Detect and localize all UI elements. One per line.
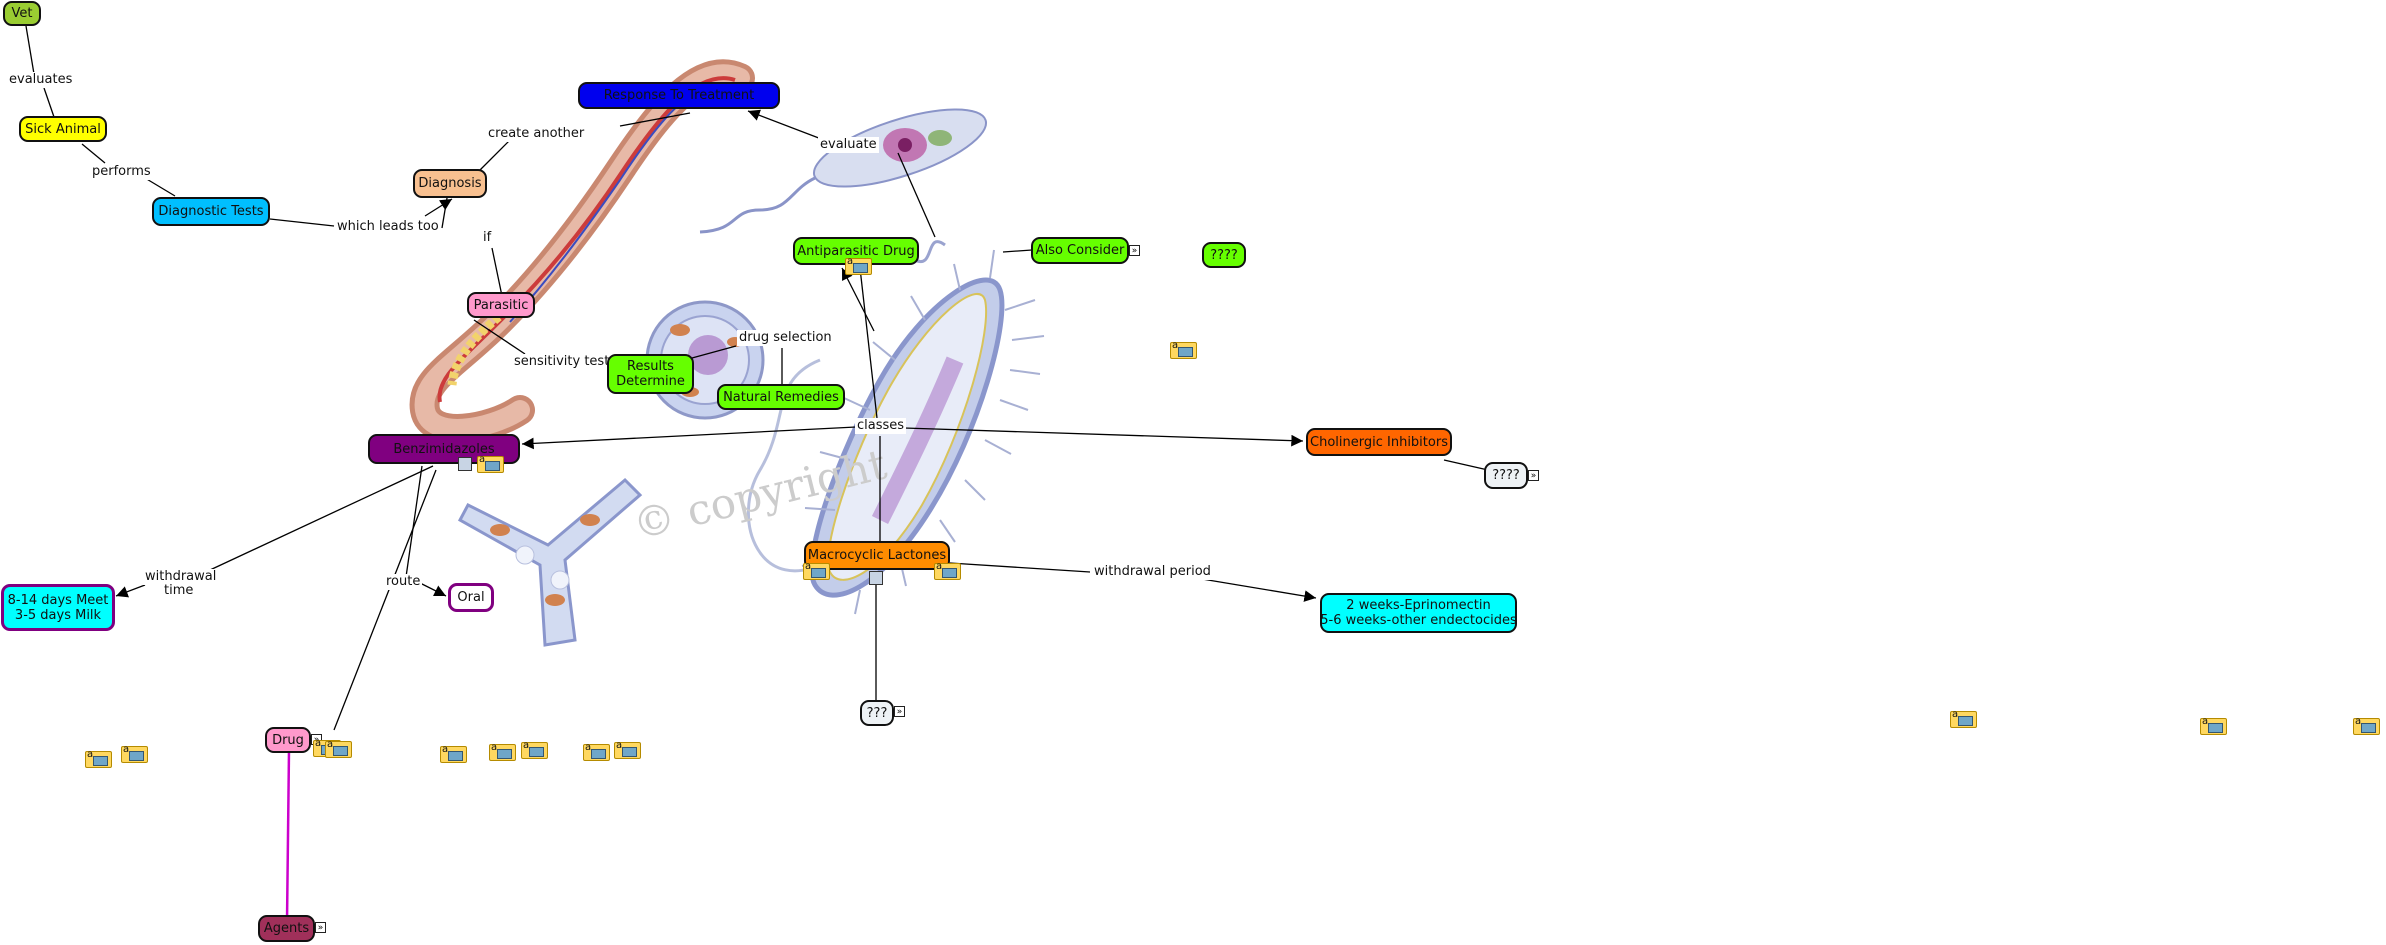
flagellate-illustration: [699, 108, 988, 234]
link-route[interactable]: route: [384, 574, 423, 590]
line-leads-diagnosis: [424, 198, 453, 217]
expand-unknown-ml-button[interactable]: »: [894, 706, 905, 717]
link-evaluates[interactable]: evaluates: [7, 72, 75, 88]
resource-ml-left-icon[interactable]: [803, 561, 830, 580]
tubule-illustration: [457, 477, 643, 647]
concept-diagnostic-tests[interactable]: Diagnostic Tests: [152, 197, 270, 226]
line-sick-performs: [81, 143, 106, 164]
concept-withdrawal-benz[interactable]: 8-14 days Meet 3-5 days Milk: [1, 584, 115, 631]
resource-row-4-icon[interactable]: [440, 744, 467, 763]
expand-unknown-gray-button[interactable]: »: [1528, 470, 1539, 481]
line-drug-agents: [285, 749, 291, 923]
line-tests-leads: [269, 218, 335, 227]
line-parasitic-sensitivity: [473, 319, 526, 355]
concept-response-to-treatment[interactable]: Response To Treatment: [578, 82, 780, 109]
expand-also-consider-button[interactable]: »: [1129, 245, 1140, 256]
line-benz-route: [405, 465, 423, 578]
line-performs-diagnostic: [144, 177, 176, 197]
concept-benzimidazoles[interactable]: Benzimidazoles: [368, 434, 520, 464]
resource-row-7-icon[interactable]: [583, 742, 610, 761]
line-create-response: [619, 112, 691, 127]
withdrawal-ml-line2: 5-6 weeks-other endectocides: [1320, 613, 1517, 628]
concept-parasitic[interactable]: Parasitic: [467, 292, 535, 318]
concept-drug[interactable]: Drug: [265, 727, 311, 753]
resource-far-1-icon[interactable]: [1950, 709, 1977, 728]
line-evaluate-response: [747, 109, 825, 141]
line-withdrawal-2weeks: [1201, 578, 1317, 602]
concept-unknown-gray[interactable]: ????: [1484, 462, 1528, 489]
resource-row-5-icon[interactable]: [489, 742, 516, 761]
link-if[interactable]: if: [481, 230, 494, 246]
resource-row-2-icon[interactable]: [121, 744, 148, 763]
line-evaluates-sick-animal: [43, 87, 55, 118]
concept-withdrawal-macrocyclic[interactable]: 2 weeks-Eprinomectin 5-6 weeks-other end…: [1320, 593, 1517, 633]
concept-also-consider[interactable]: Also Consider: [1031, 237, 1129, 264]
line-antiparasitic-evaluate: [897, 152, 936, 238]
line-if-parasitic: [491, 247, 503, 297]
concept-oral[interactable]: Oral: [448, 583, 494, 612]
line-diagnosis-create: [479, 139, 511, 171]
line-antiparasitic-classes: [859, 267, 878, 419]
line-benz-withdrawal: [209, 465, 434, 571]
link-create-another[interactable]: create another: [486, 126, 587, 142]
line-results-selection: [691, 345, 737, 359]
link-withdrawal[interactable]: withdrawal: [143, 569, 219, 585]
link-drug-selection[interactable]: drug selection: [737, 330, 834, 346]
line-selection-antiparasitic: [841, 267, 875, 332]
line-diagnosis-if: [441, 191, 449, 229]
resource-far-2-icon[interactable]: [2200, 716, 2227, 735]
line-antiparasitic-also: [1002, 249, 1033, 253]
withdrawal-ml-line1: 2 weeks-Eprinomectin: [1346, 598, 1491, 613]
concept-vet[interactable]: Vet: [3, 1, 41, 26]
resource-benz-icon[interactable]: [477, 454, 504, 473]
concept-sick-animal[interactable]: Sick Animal: [19, 116, 107, 142]
resource-row-8-icon[interactable]: [614, 740, 641, 759]
line-route-oral: [419, 582, 447, 597]
resource-far-3-icon[interactable]: [2353, 716, 2380, 735]
link-sensitivity-test[interactable]: sensitivity test: [512, 354, 612, 370]
concept-natural-remedies[interactable]: Natural Remedies: [717, 384, 845, 410]
resource-row-6-icon[interactable]: [521, 740, 548, 759]
bacterium-illustration: [746, 240, 1045, 615]
line-classes-cholinergic: [903, 427, 1304, 447]
line-cholinergic-unknown: [1443, 459, 1489, 471]
link-time[interactable]: time: [162, 583, 196, 599]
resource-ml-right-icon[interactable]: [934, 561, 961, 580]
document-benz-icon[interactable]: [458, 457, 472, 471]
resource-row-3-icon[interactable]: [325, 739, 352, 758]
line-classes-benz: [521, 426, 857, 450]
expand-agents-button[interactable]: »: [315, 922, 326, 933]
document-ml-icon[interactable]: [869, 571, 883, 585]
resource-row-1-icon[interactable]: [85, 749, 112, 768]
link-evaluate[interactable]: evaluate: [818, 137, 879, 153]
withdrawal-benz-line2: 3-5 days Milk: [14, 607, 102, 623]
line-benz-drug: [333, 469, 437, 731]
results-line1: Results: [627, 359, 674, 374]
link-withdrawal-period[interactable]: withdrawal period: [1092, 564, 1213, 580]
link-classes[interactable]: classes: [855, 418, 907, 434]
resource-floating-1-icon[interactable]: [1170, 340, 1197, 359]
link-performs[interactable]: performs: [90, 164, 153, 180]
line-withdrawal-days: [115, 584, 146, 598]
results-line2: Determine: [616, 374, 685, 389]
concept-unknown-green[interactable]: ????: [1202, 242, 1246, 268]
link-which-leads-too[interactable]: which leads too: [335, 219, 441, 235]
line-vet-evaluates: [25, 25, 35, 75]
concept-agents[interactable]: Agents: [258, 915, 315, 942]
line-macrocyclic-withdrawal: [949, 562, 1091, 573]
resource-antiparasitic-icon[interactable]: [845, 256, 872, 275]
concept-cholinergic-inhibitors[interactable]: Cholinergic Inhibitors: [1306, 428, 1452, 456]
concept-unknown-ml[interactable]: ???: [860, 700, 894, 726]
concept-results-determine[interactable]: Results Determine: [607, 354, 694, 394]
withdrawal-benz-line1: 8-14 days Meet: [7, 592, 109, 608]
concept-diagnosis[interactable]: Diagnosis: [413, 169, 487, 198]
